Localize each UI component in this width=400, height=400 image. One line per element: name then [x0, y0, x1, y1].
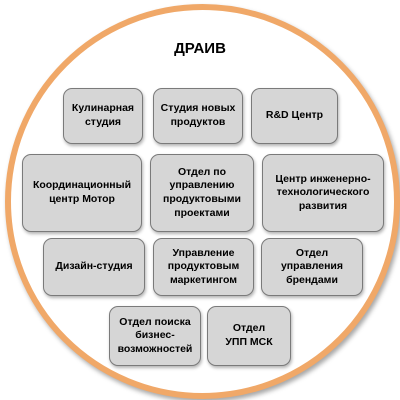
- unit-label: Отдел УПП МСК: [225, 322, 273, 348]
- unit-engineering-dev-center: Центр инженерно-технологического развити…: [262, 154, 384, 232]
- unit-label: Координационный центр Мотор: [32, 179, 132, 205]
- unit-brand-management: Отдел управления брендами: [261, 238, 363, 296]
- unit-label: Дизайн-студия: [55, 260, 133, 273]
- unit-new-products-studio: Студия новых продуктов: [153, 88, 243, 144]
- unit-label: Отдел по управлению продуктовыми проекта…: [163, 165, 241, 219]
- unit-label: R&D Центр: [265, 109, 324, 122]
- unit-culinary-studio: Кулинарная студия: [63, 88, 143, 144]
- unit-label: Центр инженерно-технологического развити…: [275, 172, 371, 212]
- unit-label: Отдел управления брендами: [280, 246, 344, 286]
- unit-business-opportunities-dept: Отдел поиска бизнес-возможностей: [109, 306, 201, 366]
- unit-upp-msk: Отдел УПП МСК: [207, 306, 291, 366]
- unit-label: Студия новых продуктов: [160, 102, 236, 128]
- unit-label: Отдел поиска бизнес-возможностей: [117, 315, 193, 355]
- unit-design-studio: Дизайн-студия: [43, 238, 145, 296]
- unit-product-projects-dept: Отдел по управлению продуктовыми проекта…: [150, 154, 254, 232]
- unit-label: Управление продуктовым маркетингом: [167, 246, 240, 286]
- unit-motor-coordination-center: Координационный центр Мотор: [22, 154, 142, 232]
- unit-label: Кулинарная студия: [71, 102, 135, 128]
- unit-rnd-center: R&D Центр: [251, 88, 338, 144]
- unit-product-marketing: Управление продуктовым маркетингом: [153, 238, 254, 296]
- diagram-title: ДРАИВ: [174, 40, 226, 57]
